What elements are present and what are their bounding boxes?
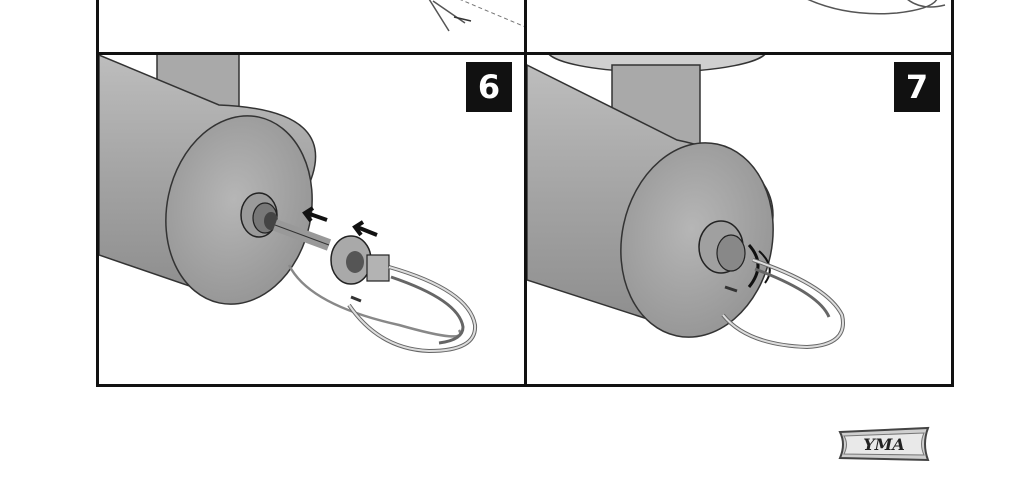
step-7-badge: 7 [894,62,940,112]
step-6-panel: 6 [96,52,527,387]
top-panel-right [524,0,954,55]
step-6-illustration [99,55,478,354]
top-right-illustration [807,0,946,15]
step-7-panel: 7 [524,52,954,387]
step-7-illustration [527,55,845,350]
logo-shape: YMA [838,426,930,462]
top-panel-left [96,0,527,55]
yma-logo: YMA [836,424,932,464]
step-6-badge: 6 [466,62,512,112]
top-left-illustration [428,0,524,32]
logo-text: YMA [863,435,905,454]
